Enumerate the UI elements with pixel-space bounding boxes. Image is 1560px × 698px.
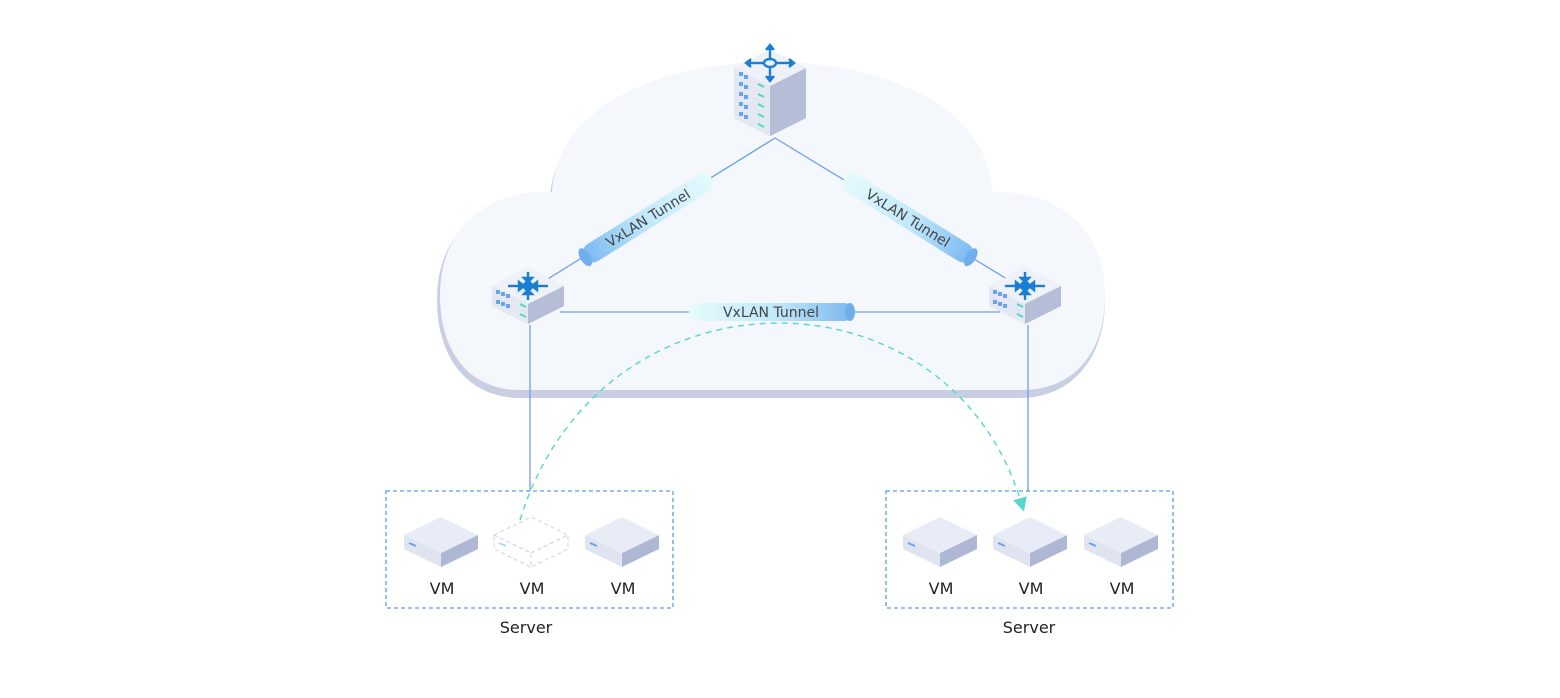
server-label: Server [1003,618,1056,637]
vm-layer [404,516,1158,568]
tunnel-leaf-leaf: VxLAN Tunnel [689,303,855,321]
vm-migrated-out[interactable] [492,516,570,568]
vm-label: VM [1019,579,1044,598]
vm-label: VM [520,579,545,598]
leaf-switch-right[interactable] [989,268,1061,324]
vm-migration-arrow [519,322,1027,521]
layer3-switch-icon [508,272,548,300]
cloud [437,62,1105,398]
router-icon [744,43,796,83]
label-layer: Server Server VM VM VM VM VM VM [430,579,1135,637]
cloud-body [440,62,1105,390]
server-box-right[interactable] [885,490,1174,609]
vm-migrated-in[interactable] [993,517,1067,567]
leaf-switch-left[interactable] [492,268,564,324]
router-stack [734,50,806,136]
vm-normal[interactable] [404,517,478,567]
server-box-left[interactable] [385,490,674,609]
spine-router[interactable] [734,43,806,136]
layer3-switch-icon [1005,272,1045,300]
vm-normal[interactable] [903,517,977,567]
vm-normal[interactable] [585,517,659,567]
server-label: Server [500,618,553,637]
vm-label: VM [611,579,636,598]
vm-label: VM [1110,579,1135,598]
tunnel-label: VxLAN Tunnel [723,305,819,321]
vm-label: VM [430,579,455,598]
vm-normal[interactable] [1084,517,1158,567]
vm-label: VM [929,579,954,598]
